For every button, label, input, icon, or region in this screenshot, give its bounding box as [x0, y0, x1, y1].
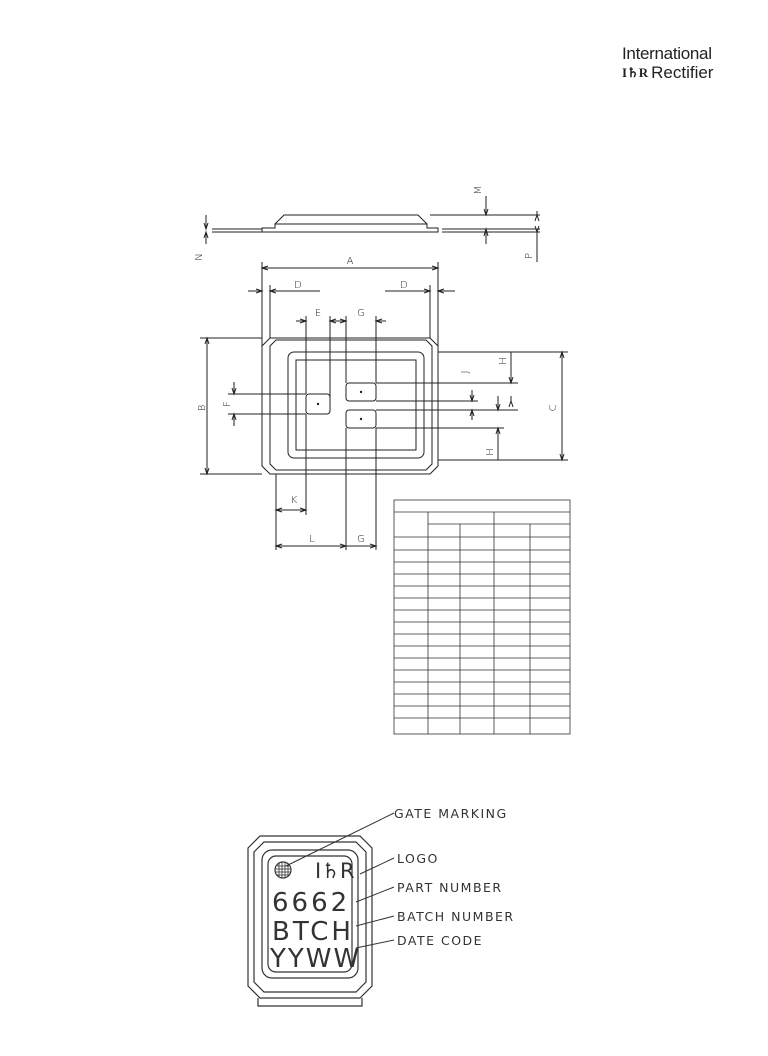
callout-batch-number: BATCH NUMBER	[397, 909, 515, 924]
dim-label-a: A	[347, 256, 354, 267]
side-view	[203, 196, 540, 262]
dim-label-e: E	[315, 308, 321, 319]
dim-label-c: C	[548, 404, 559, 411]
dim-label-p: P	[524, 253, 535, 259]
dim-label-f: F	[222, 401, 233, 407]
dim-label-l: L	[309, 534, 315, 545]
dim-label-g-top: G	[357, 308, 365, 319]
company-name-line1: International	[622, 44, 712, 63]
company-name-rectifier: Rectifier	[651, 63, 714, 82]
callout-logo: LOGO	[397, 851, 439, 866]
company-logo: International I♄R Rectifier	[622, 44, 742, 82]
dim-label-h-bottom: H	[485, 448, 496, 456]
ior-logo-mark: I♄R	[622, 65, 649, 80]
dim-label-k: K	[291, 495, 298, 506]
marking-batch: BTCH	[272, 917, 354, 947]
gate-marking-icon	[274, 861, 292, 879]
dim-label-h-top: H	[498, 357, 509, 365]
marking-part-number: 6662	[272, 888, 350, 918]
dim-label-d-right: D	[400, 280, 408, 291]
marking-logo-text: I♄R	[315, 859, 355, 883]
dim-label-d-left: D	[294, 280, 302, 291]
company-name-line2: I♄R Rectifier	[622, 63, 742, 82]
top-view	[200, 262, 568, 550]
callout-part-number: PART NUMBER	[397, 880, 503, 895]
marking-date: YYWW	[269, 944, 361, 974]
dim-label-g-bottom: G	[357, 534, 365, 545]
dim-label-j: J	[460, 371, 471, 374]
dim-label-n: N	[194, 253, 205, 260]
dimension-table	[393, 499, 571, 735]
marking-diagram: I♄R 6662 BTCH YYWW GATE MARKING LOGO PAR…	[247, 806, 515, 1007]
dim-label-m: M	[473, 186, 484, 195]
callout-gate-marking: GATE MARKING	[394, 806, 508, 821]
dim-label-b: B	[197, 405, 208, 412]
callout-date-code: DATE CODE	[397, 933, 483, 948]
